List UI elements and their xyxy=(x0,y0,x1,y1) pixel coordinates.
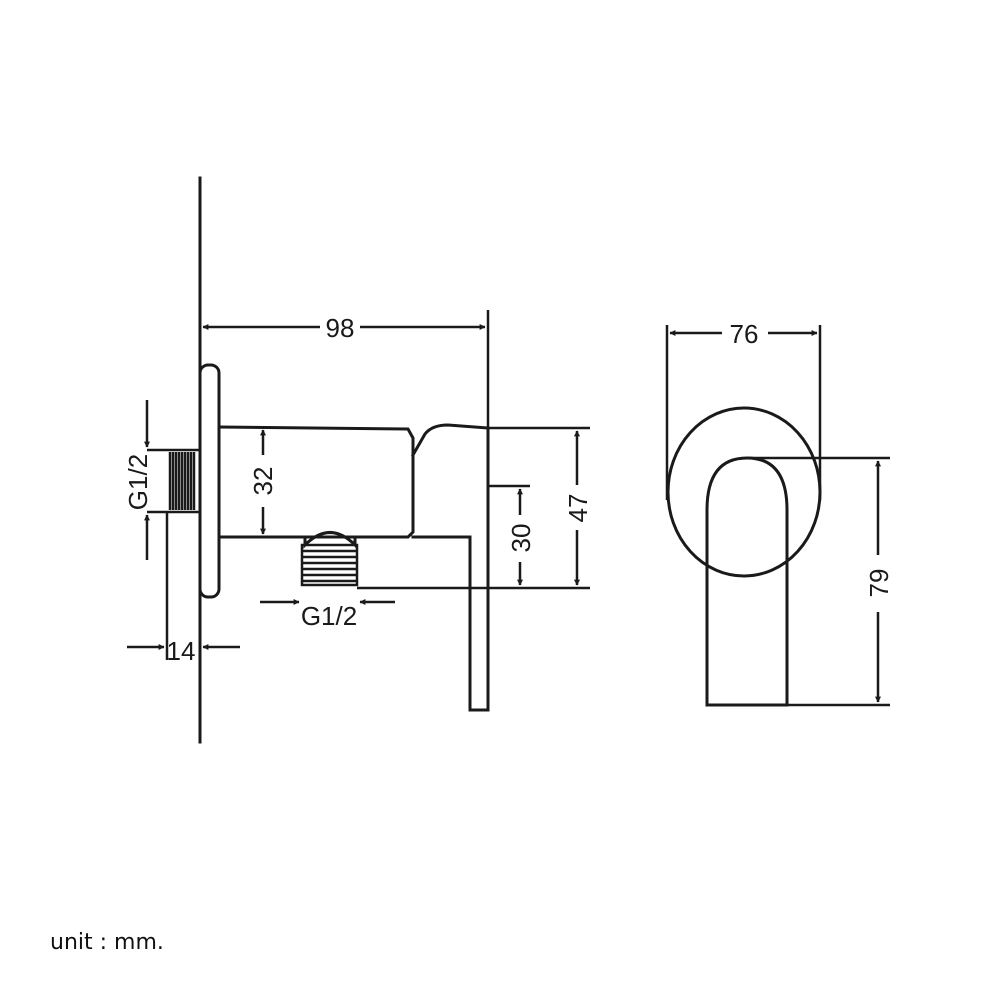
side-view xyxy=(167,176,490,744)
front-dimensions: 76 79 xyxy=(665,319,894,707)
unit-note: unit : mm. xyxy=(50,930,164,955)
front-view xyxy=(666,406,822,707)
valve-body xyxy=(217,425,415,539)
dim-79-label: 79 xyxy=(864,569,894,598)
escutcheon-flange xyxy=(198,363,221,599)
dim-g12-inlet-label: G1/2 xyxy=(123,454,153,510)
dim-30-label: 30 xyxy=(506,524,536,553)
dim-98-label: 98 xyxy=(326,313,355,343)
front-escutcheon xyxy=(666,406,822,578)
dim-47-label: 47 xyxy=(563,494,593,523)
side-dimensions: 98 32 G1/2 14 G1/2 30 47 xyxy=(123,310,593,666)
dim-14-label: 14 xyxy=(167,636,196,666)
dim-32-label: 32 xyxy=(248,467,278,496)
inlet-thread xyxy=(167,448,200,514)
outlet-thread xyxy=(300,531,359,587)
front-handle xyxy=(705,456,789,707)
lever-handle xyxy=(410,423,490,712)
dim-g12-outlet-label: G1/2 xyxy=(301,601,357,631)
dim-76-label: 76 xyxy=(730,319,759,349)
